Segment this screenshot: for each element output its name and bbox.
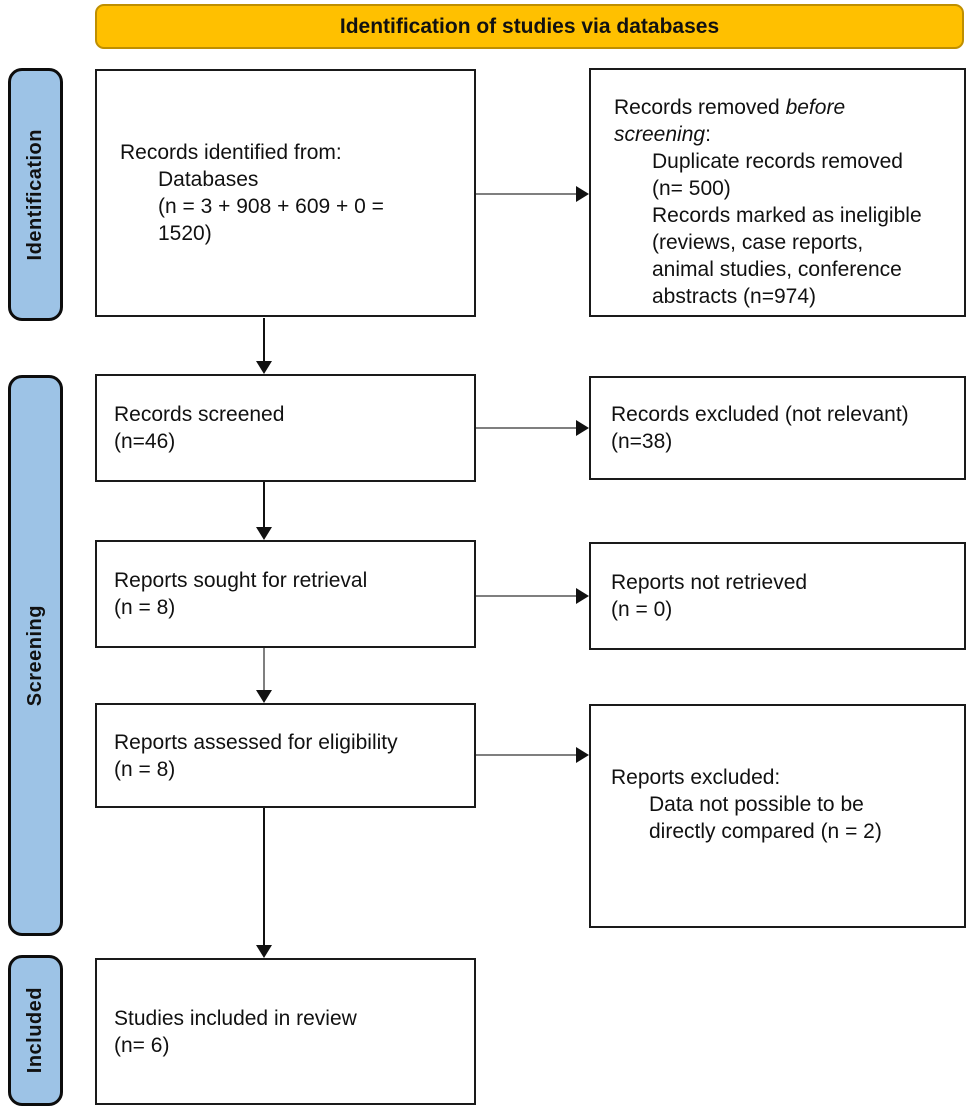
text-segment: (n = 8) <box>114 596 176 619</box>
box-text-line: Records excluded (not relevant) <box>611 401 964 428</box>
banner-title: Identification of studies via databases <box>339 14 720 38</box>
box-text-line: (n=38) <box>611 428 964 455</box>
text-segment: Reports assessed for eligibility <box>114 730 398 754</box>
text-segment: Records excluded (not relevant) <box>611 403 909 426</box>
text-segment: (n= 500) <box>652 177 731 200</box>
arrowhead-down-icon <box>256 527 272 540</box>
italic-text-segment: screening <box>614 123 706 146</box>
text-segment: Records removed <box>614 96 786 119</box>
text-segment: (n= 6) <box>114 1033 170 1057</box>
box-text-line: (n = 0) <box>611 596 964 623</box>
box-text-line: Reports not retrieved <box>611 569 964 596</box>
arrowhead-down-icon <box>256 690 272 703</box>
text-segment: Reports not retrieved <box>611 571 808 594</box>
text-segment: Data not possible to be <box>649 793 864 816</box>
box-text-line: Records removed before <box>614 94 964 121</box>
box-text-line: screening: <box>614 121 964 148</box>
arrow-line <box>263 482 265 528</box>
studies-included-box: Studies included in review (n= 6) <box>95 958 476 1105</box>
reports-not-retrieved-box: Reports not retrieved (n = 0) <box>589 542 966 650</box>
text-segment: Duplicate records removed <box>652 150 903 173</box>
box-text-line: (n = 8) <box>114 756 474 783</box>
box-text-line: Reports sought for retrieval <box>114 567 474 594</box>
box-text-line: Databases <box>120 166 474 193</box>
text-segment: Records marked as ineligible <box>652 204 922 227</box>
box-text-line: 1520) <box>120 220 474 247</box>
text-segment: (n = 3 + 908 + 609 + 0 = <box>158 195 384 218</box>
arrowhead-right-icon <box>576 588 589 604</box>
text-segment: (n=46) <box>114 430 176 453</box>
phase-label-screening: Screening <box>24 604 46 707</box>
arrowhead-right-icon <box>576 747 589 763</box>
text-segment: (n = 0) <box>611 598 673 621</box>
arrowhead-right-icon <box>576 186 589 202</box>
box-text-line: (n=46) <box>114 428 474 455</box>
text-segment: Reports excluded: <box>611 766 781 789</box>
box-text-line: animal studies, conference <box>614 256 964 283</box>
records-excluded-box: Records excluded (not relevant) (n=38) <box>589 376 966 480</box>
text-segment: Databases <box>158 168 259 191</box>
records-screened-box: Records screened (n=46) <box>95 374 476 482</box>
text-segment: Records identified from: <box>120 141 342 164</box>
text-segment: abstracts (n=974) <box>652 285 817 308</box>
box-text-line: Duplicate records removed <box>614 148 964 175</box>
arrowhead-down-icon <box>256 361 272 374</box>
arrow-line <box>263 648 265 691</box>
arrow-line <box>476 595 577 597</box>
arrow-line <box>263 318 265 363</box>
box-text-line: directly compared (n = 2) <box>611 818 964 845</box>
box-text-line: Data not possible to be <box>611 791 964 818</box>
text-segment: (reviews, case reports, <box>652 231 864 254</box>
reports-sought-box: Reports sought for retrieval (n = 8) <box>95 540 476 648</box>
reports-assessed-box: Reports assessed for eligibility (n = 8) <box>95 703 476 808</box>
phase-label-identification: Identification <box>24 128 46 261</box>
phase-bar-included: Included <box>8 955 63 1106</box>
arrowhead-down-icon <box>256 945 272 958</box>
phase-bar-screening: Screening <box>8 375 63 936</box>
box-text-line: (n= 6) <box>114 1032 474 1059</box>
text-segment: (n=38) <box>611 430 673 453</box>
arrow-line <box>476 427 577 429</box>
box-text-line: Studies included in review <box>114 1005 474 1032</box>
text-segment: directly compared (n = 2) <box>649 820 882 843</box>
arrowhead-right-icon <box>576 420 589 436</box>
box-text-line: Records screened <box>114 401 474 428</box>
box-text-line: (reviews, case reports, <box>614 229 964 256</box>
records-identified-box: Records identified from: Databases (n = 3 … <box>95 69 476 317</box>
reports-excluded-box: Reports excluded: Data not possible to be… <box>589 704 966 928</box>
text-segment: animal studies, conference <box>652 258 902 281</box>
box-text-line: (n= 500) <box>614 175 964 202</box>
text-segment: Reports sought for retrieval <box>114 569 368 592</box>
banner-identification-via-databases: Identification of studies via databases <box>95 4 964 49</box>
arrow-line <box>263 808 265 946</box>
box-text-line: Records identified from: <box>120 139 474 166</box>
phase-bar-identification: Identification <box>8 68 63 321</box>
box-text-line: abstracts (n=974) <box>614 283 964 310</box>
box-text-line: Records marked as ineligible <box>614 202 964 229</box>
arrow-line <box>476 193 577 195</box>
arrow-line <box>476 754 577 756</box>
box-text-line: (n = 8) <box>114 594 474 621</box>
phase-label-included: Included <box>24 987 46 1074</box>
box-text-line: (n = 3 + 908 + 609 + 0 = <box>120 193 474 220</box>
box-text-line: Reports excluded: <box>611 764 964 791</box>
italic-text-segment: before <box>785 96 846 119</box>
text-segment: : <box>705 123 711 146</box>
text-segment: Records screened <box>114 403 285 426</box>
text-segment: 1520) <box>158 222 212 245</box>
text-segment: (n = 8) <box>114 757 176 781</box>
box-text-line: Reports assessed for eligibility <box>114 729 474 756</box>
text-segment: Studies included in review <box>114 1006 357 1030</box>
